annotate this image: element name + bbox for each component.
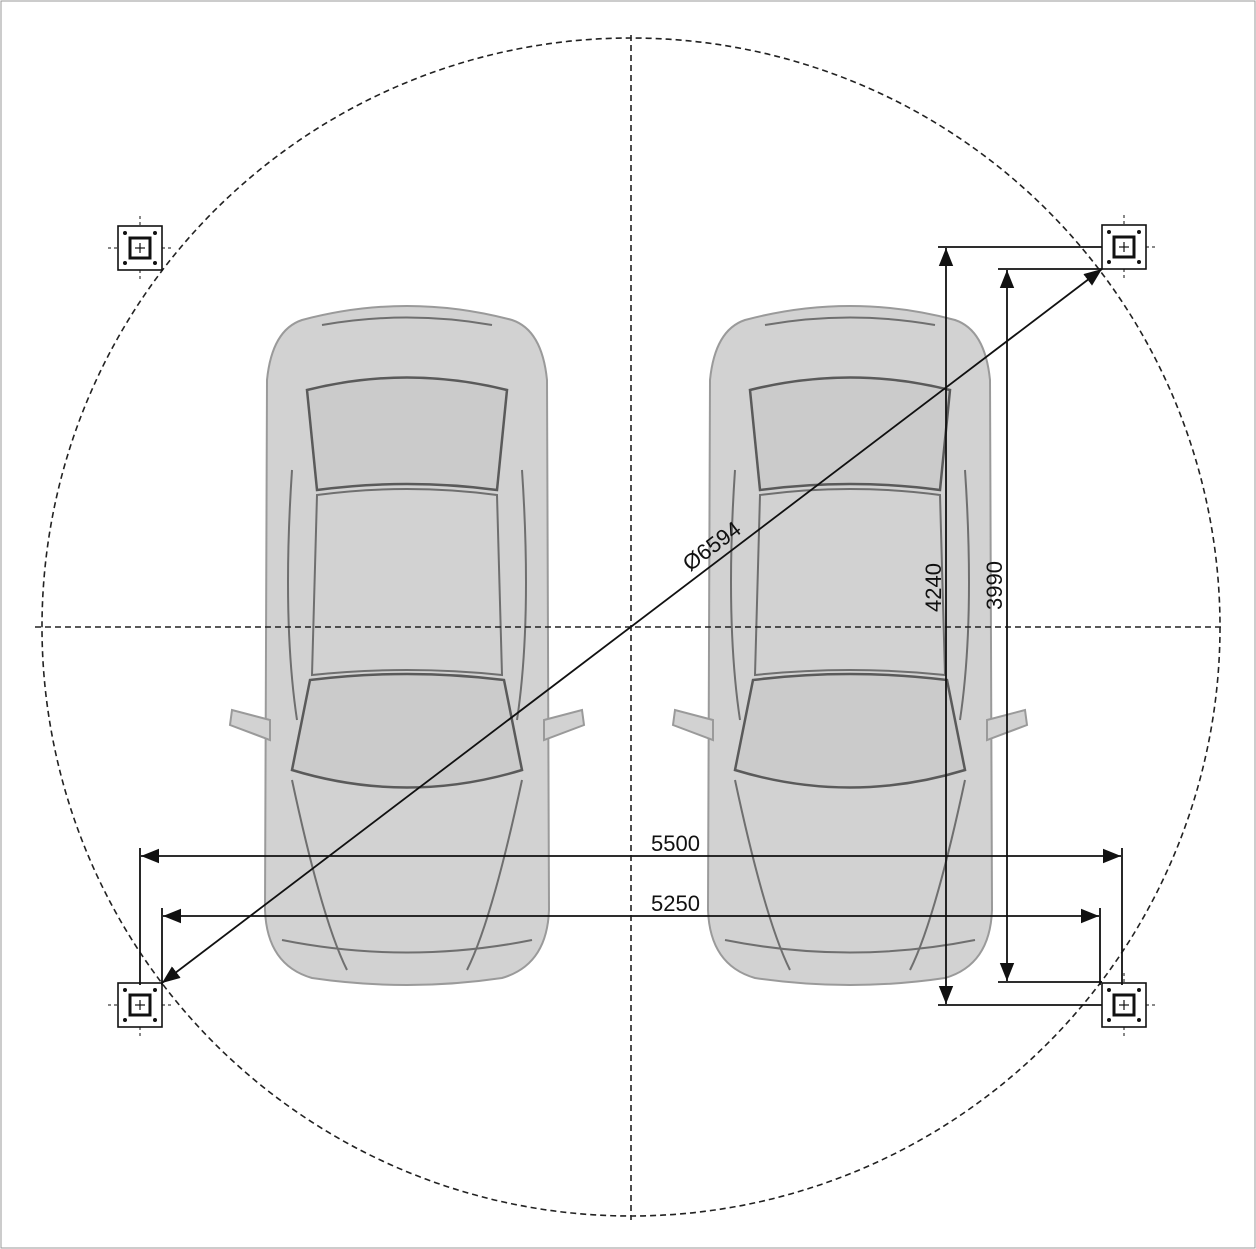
depth-inner-dimension [998, 268, 1102, 983]
width-outer-dimension [139, 848, 1123, 985]
width-outer-label: 5500 [651, 831, 700, 856]
width-inner-label: 5250 [651, 891, 700, 916]
depth-inner-label: 3990 [982, 561, 1007, 610]
depth-outer-label: 4240 [921, 563, 946, 612]
car-left [228, 304, 586, 987]
car-right [671, 304, 1029, 987]
post-top-left [106, 214, 174, 282]
depth-outer-dimension [938, 246, 1102, 1006]
